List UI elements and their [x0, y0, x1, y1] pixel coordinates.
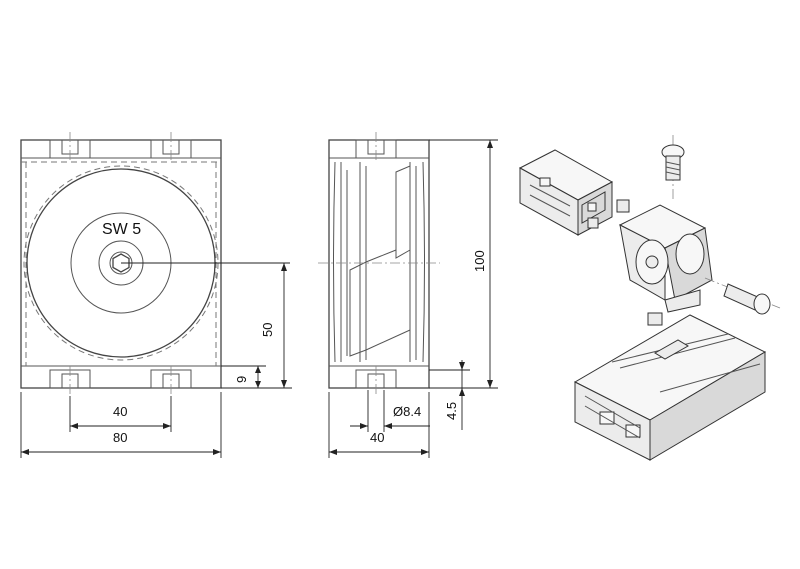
hex-socket-icon	[112, 253, 130, 273]
front-view: SW 5 40 80 50	[20, 132, 292, 458]
front-top-left-bore	[49, 132, 91, 162]
side-dim-hole-diameter-label: Ø8.4	[393, 404, 421, 419]
front-bottom-right-bore	[150, 366, 192, 396]
front-dim-total-width-label: 80	[113, 430, 127, 445]
side-dim-hole-spacing-label: 40	[370, 430, 384, 445]
isometric-assembly	[518, 135, 781, 461]
front-dim-hole-spacing: 40	[69, 396, 172, 432]
side-dim-total-height-label: 100	[472, 250, 487, 272]
side-dim-total-height: 100	[429, 139, 498, 389]
side-dim-flange-offset-label: 4.5	[444, 402, 459, 420]
side-dim-hole-diameter: Ø8.4	[350, 390, 430, 432]
front-dim-center-height-label: 50	[260, 323, 275, 337]
side-body-outline	[328, 139, 430, 389]
front-dim-flange-height: 9	[221, 365, 266, 388]
front-dim-total-width: 80	[20, 392, 222, 458]
side-dim-flange-offset: 4.5	[429, 360, 470, 430]
side-dim-hole-spacing: 40	[328, 392, 430, 458]
socket-size-label: SW 5	[102, 221, 141, 238]
front-bottom-left-bore	[49, 366, 91, 396]
side-view: 100 4.5 Ø8.4 40	[318, 132, 498, 458]
front-dim-hole-spacing-label: 40	[113, 404, 127, 419]
front-dim-flange-height-label: 9	[234, 376, 249, 383]
front-top-right-bore	[150, 132, 192, 162]
front-body-outline	[20, 139, 222, 389]
bolt-side-icon	[704, 277, 781, 315]
slot-nut-side-icon	[587, 217, 599, 229]
slot-nut-lower-icon	[647, 312, 663, 326]
bolt-top-icon	[661, 135, 685, 200]
front-dim-center-height: 50	[221, 263, 292, 389]
connector-block-icon	[618, 204, 713, 313]
lower-profile-icon	[573, 314, 767, 461]
upper-profile-icon	[518, 149, 614, 236]
slot-nut-upper-icon	[616, 199, 630, 213]
